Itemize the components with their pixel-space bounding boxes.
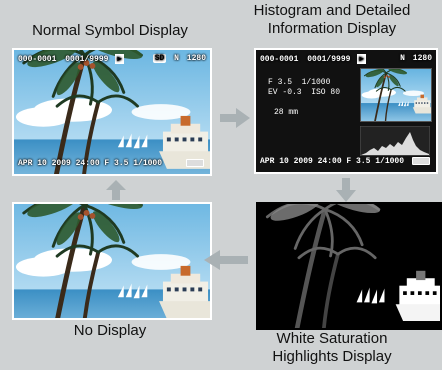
sd-card-icon: SD — [152, 54, 167, 63]
arrow-right-icon — [220, 108, 250, 128]
hud-top-left: 000-0001 0001/9999 ▶ — [260, 54, 367, 64]
battery-icon — [412, 157, 430, 165]
arrow-up-icon — [106, 180, 126, 200]
title-no-display: No Display — [73, 322, 147, 339]
quality-indicator: N — [400, 54, 405, 63]
play-icon: ▶ — [115, 54, 125, 64]
title-white-saturation-display: White Saturation Highlights Display — [272, 330, 392, 365]
beach-photo-highlights — [258, 204, 440, 328]
quality-indicator: N — [174, 54, 179, 63]
footer-info: APR 10 2009 24:00 F 3.5 1/1000 — [260, 157, 405, 166]
focal-length-readout: 28 mm — [274, 108, 299, 117]
title-histogram-display: Histogram and Detailed Information Displ… — [253, 2, 411, 37]
footer-info: APR 10 2009 24:00 F 3.5 1/1000 — [18, 159, 163, 168]
hud-top-right: SD N 1280 — [152, 54, 206, 63]
hud-top-right: N 1280 — [400, 54, 432, 63]
file-number: 000-0001 — [260, 55, 299, 64]
thumbnail-photo — [360, 68, 432, 122]
panel-normal-symbol-display: 000-0001 0001/9999 ▶ SD N 1280 APR 10 20… — [12, 48, 212, 176]
aperture-shutter-readout: F 3.5 1/1000 — [268, 78, 331, 87]
beach-photo — [14, 204, 210, 318]
image-size: 1280 — [412, 54, 432, 63]
beach-photo — [14, 50, 210, 174]
histogram-graph — [360, 126, 430, 156]
panel-no-display — [12, 202, 212, 320]
panel-histogram-display: 000-0001 0001/9999 ▶ N 1280 F 3.5 1/1000… — [254, 48, 438, 174]
hud-top-left: 000-0001 0001/9999 ▶ — [18, 54, 125, 64]
title-normal-symbol-display: Normal Symbol Display — [32, 22, 188, 39]
play-icon: ▶ — [357, 54, 367, 64]
arrow-left-icon — [204, 250, 248, 270]
panel-white-saturation-display — [256, 202, 442, 330]
ev-iso-readout: EV -0.3 ISO 80 — [268, 88, 341, 97]
arrow-down-icon — [336, 178, 356, 202]
frame-counter: 0001/9999 — [307, 55, 351, 64]
battery-icon — [186, 159, 204, 167]
image-size: 1280 — [186, 54, 206, 63]
frame-counter: 0001/9999 — [65, 55, 109, 64]
file-number: 000-0001 — [18, 55, 57, 64]
